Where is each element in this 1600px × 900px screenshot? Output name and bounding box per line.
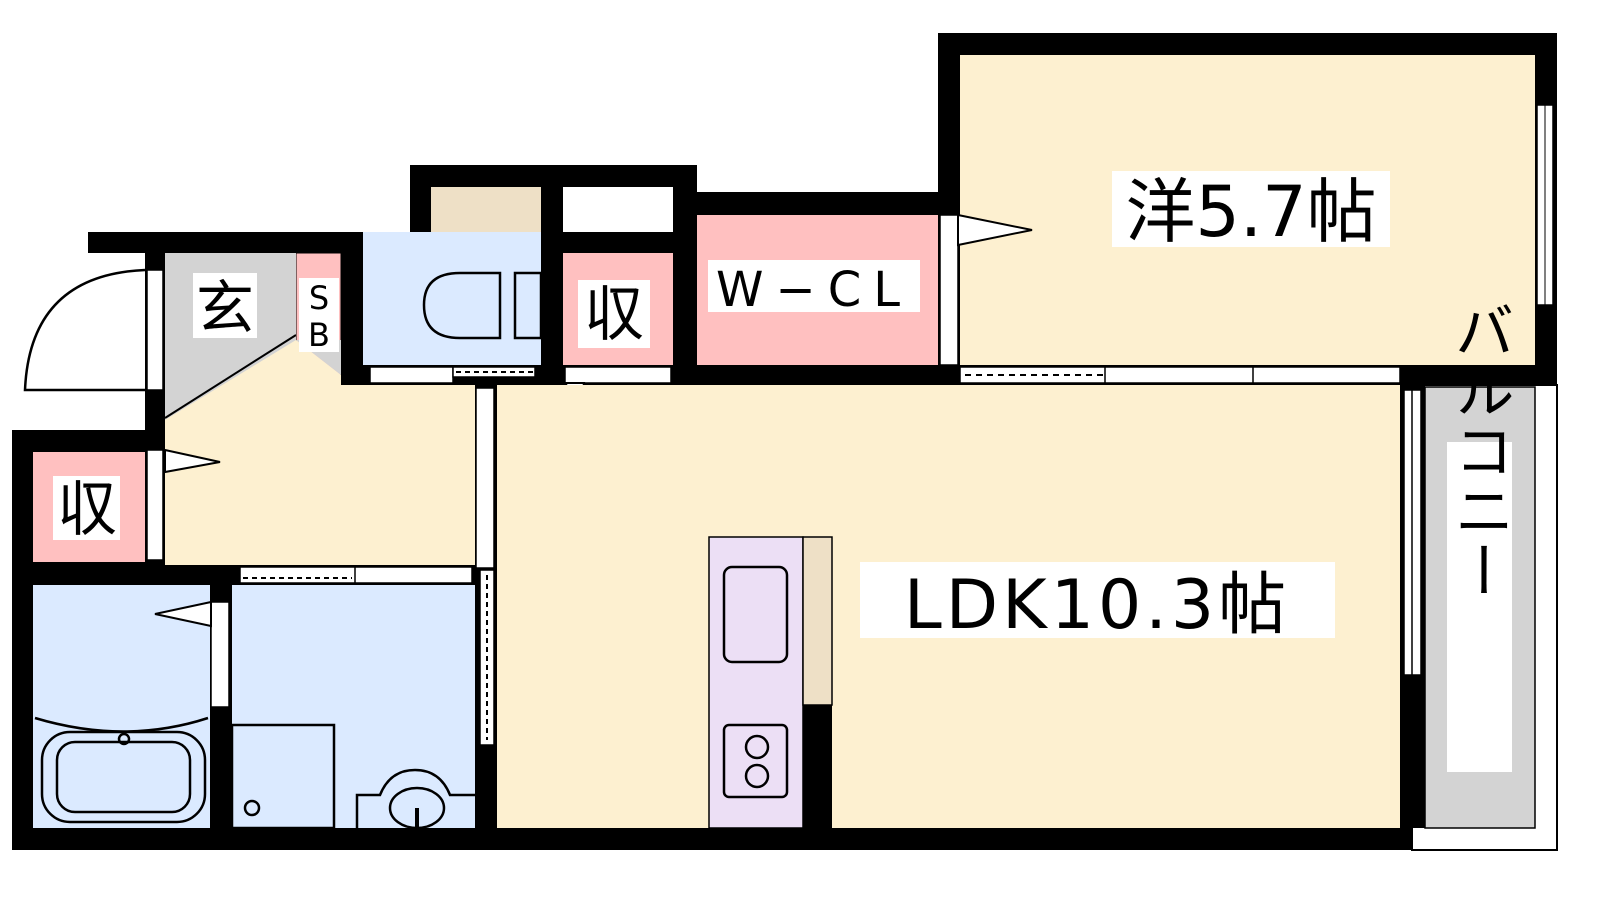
washroom bbox=[232, 585, 475, 828]
bathroom bbox=[33, 585, 210, 828]
hallway bbox=[165, 340, 475, 565]
washbasin-icon bbox=[355, 768, 475, 830]
shoe-box-label-b: B bbox=[308, 316, 330, 354]
bathroom-door[interactable] bbox=[210, 601, 230, 708]
storage-upper-label: 収 bbox=[584, 280, 644, 350]
washing-machine-space bbox=[230, 723, 336, 830]
toilet-tank-shelf bbox=[431, 187, 541, 232]
storage-lower-label: 収 bbox=[57, 475, 117, 545]
wcl-label: W−CL bbox=[716, 262, 912, 318]
hall-door[interactable] bbox=[475, 387, 495, 569]
washroom-door[interactable] bbox=[239, 566, 473, 584]
entrance-door[interactable] bbox=[146, 269, 164, 391]
wcl-door[interactable] bbox=[939, 214, 959, 366]
side-counter bbox=[802, 536, 833, 706]
stove-icon bbox=[722, 723, 789, 799]
door-swing-icon bbox=[23, 268, 146, 392]
sink-icon bbox=[722, 565, 789, 664]
balcony-label: バルコニー bbox=[1444, 300, 1514, 600]
shoe-box-label-s: S bbox=[309, 279, 329, 317]
toilet-icon bbox=[422, 271, 543, 340]
entrance-label: 玄 bbox=[196, 274, 254, 342]
storage-upper-door[interactable] bbox=[564, 366, 672, 384]
ldk-label: LDK10.3帖 bbox=[904, 566, 1290, 645]
storage-lower-door[interactable] bbox=[146, 449, 164, 561]
western-room-sliding-door[interactable] bbox=[959, 366, 1401, 384]
toilet-room bbox=[363, 232, 541, 365]
toilet-door[interactable] bbox=[369, 366, 454, 384]
western-room-label: 洋5.7帖 bbox=[1125, 171, 1376, 253]
upper-shelf bbox=[563, 187, 673, 232]
